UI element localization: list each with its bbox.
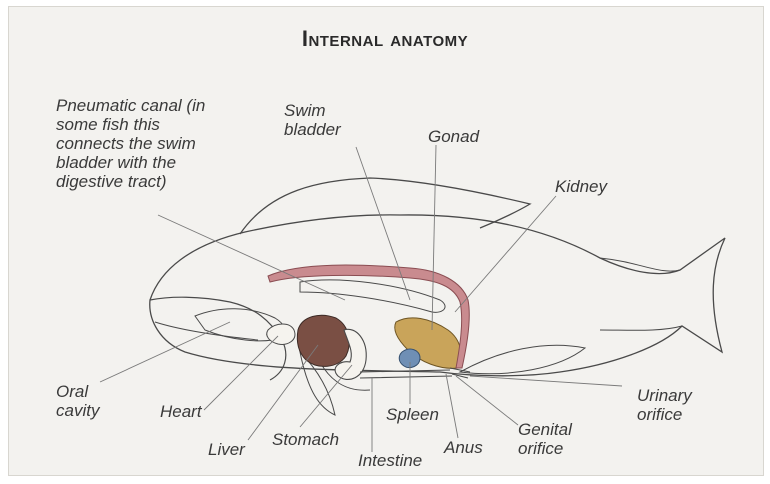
leader-liver (248, 345, 318, 440)
leader-oral-cavity (100, 322, 230, 382)
diagram-title: Internal anatomy (0, 26, 770, 52)
swim-bladder-organ (300, 280, 445, 312)
label-heart: Heart (160, 402, 202, 421)
anal-fin (460, 345, 585, 373)
label-liver: Liver (208, 440, 245, 459)
label-pneumatic-canal: Pneumatic canal (in some fish this conne… (56, 96, 205, 191)
leader-genital-orifice (456, 376, 518, 425)
leader-kidney (455, 196, 556, 312)
heart-organ (267, 324, 295, 344)
leader-anus (446, 374, 458, 438)
leader-heart (204, 336, 278, 410)
leader-stomach (300, 365, 352, 427)
label-swim-bladder: Swim bladder (284, 101, 341, 139)
dorsal-fin (240, 178, 530, 234)
label-spleen: Spleen (386, 405, 439, 424)
leader-pneumatic-canal (158, 215, 345, 300)
label-kidney: Kidney (555, 177, 607, 196)
label-gonad: Gonad (428, 127, 479, 146)
leader-urinary-orifice (470, 376, 622, 386)
label-oral-cavity: Oral cavity (56, 382, 99, 420)
label-urinary-orifice: Urinary orifice (637, 386, 692, 424)
label-genital-orifice: Genital orifice (518, 420, 572, 458)
intestine-organ (360, 370, 452, 378)
label-anus: Anus (444, 438, 483, 457)
tail-fin (600, 258, 682, 330)
leader-gonad (432, 145, 436, 330)
label-intestine: Intestine (358, 451, 422, 470)
leader-swim-bladder (356, 147, 410, 300)
label-stomach: Stomach (272, 430, 339, 449)
liver-organ (297, 315, 349, 366)
